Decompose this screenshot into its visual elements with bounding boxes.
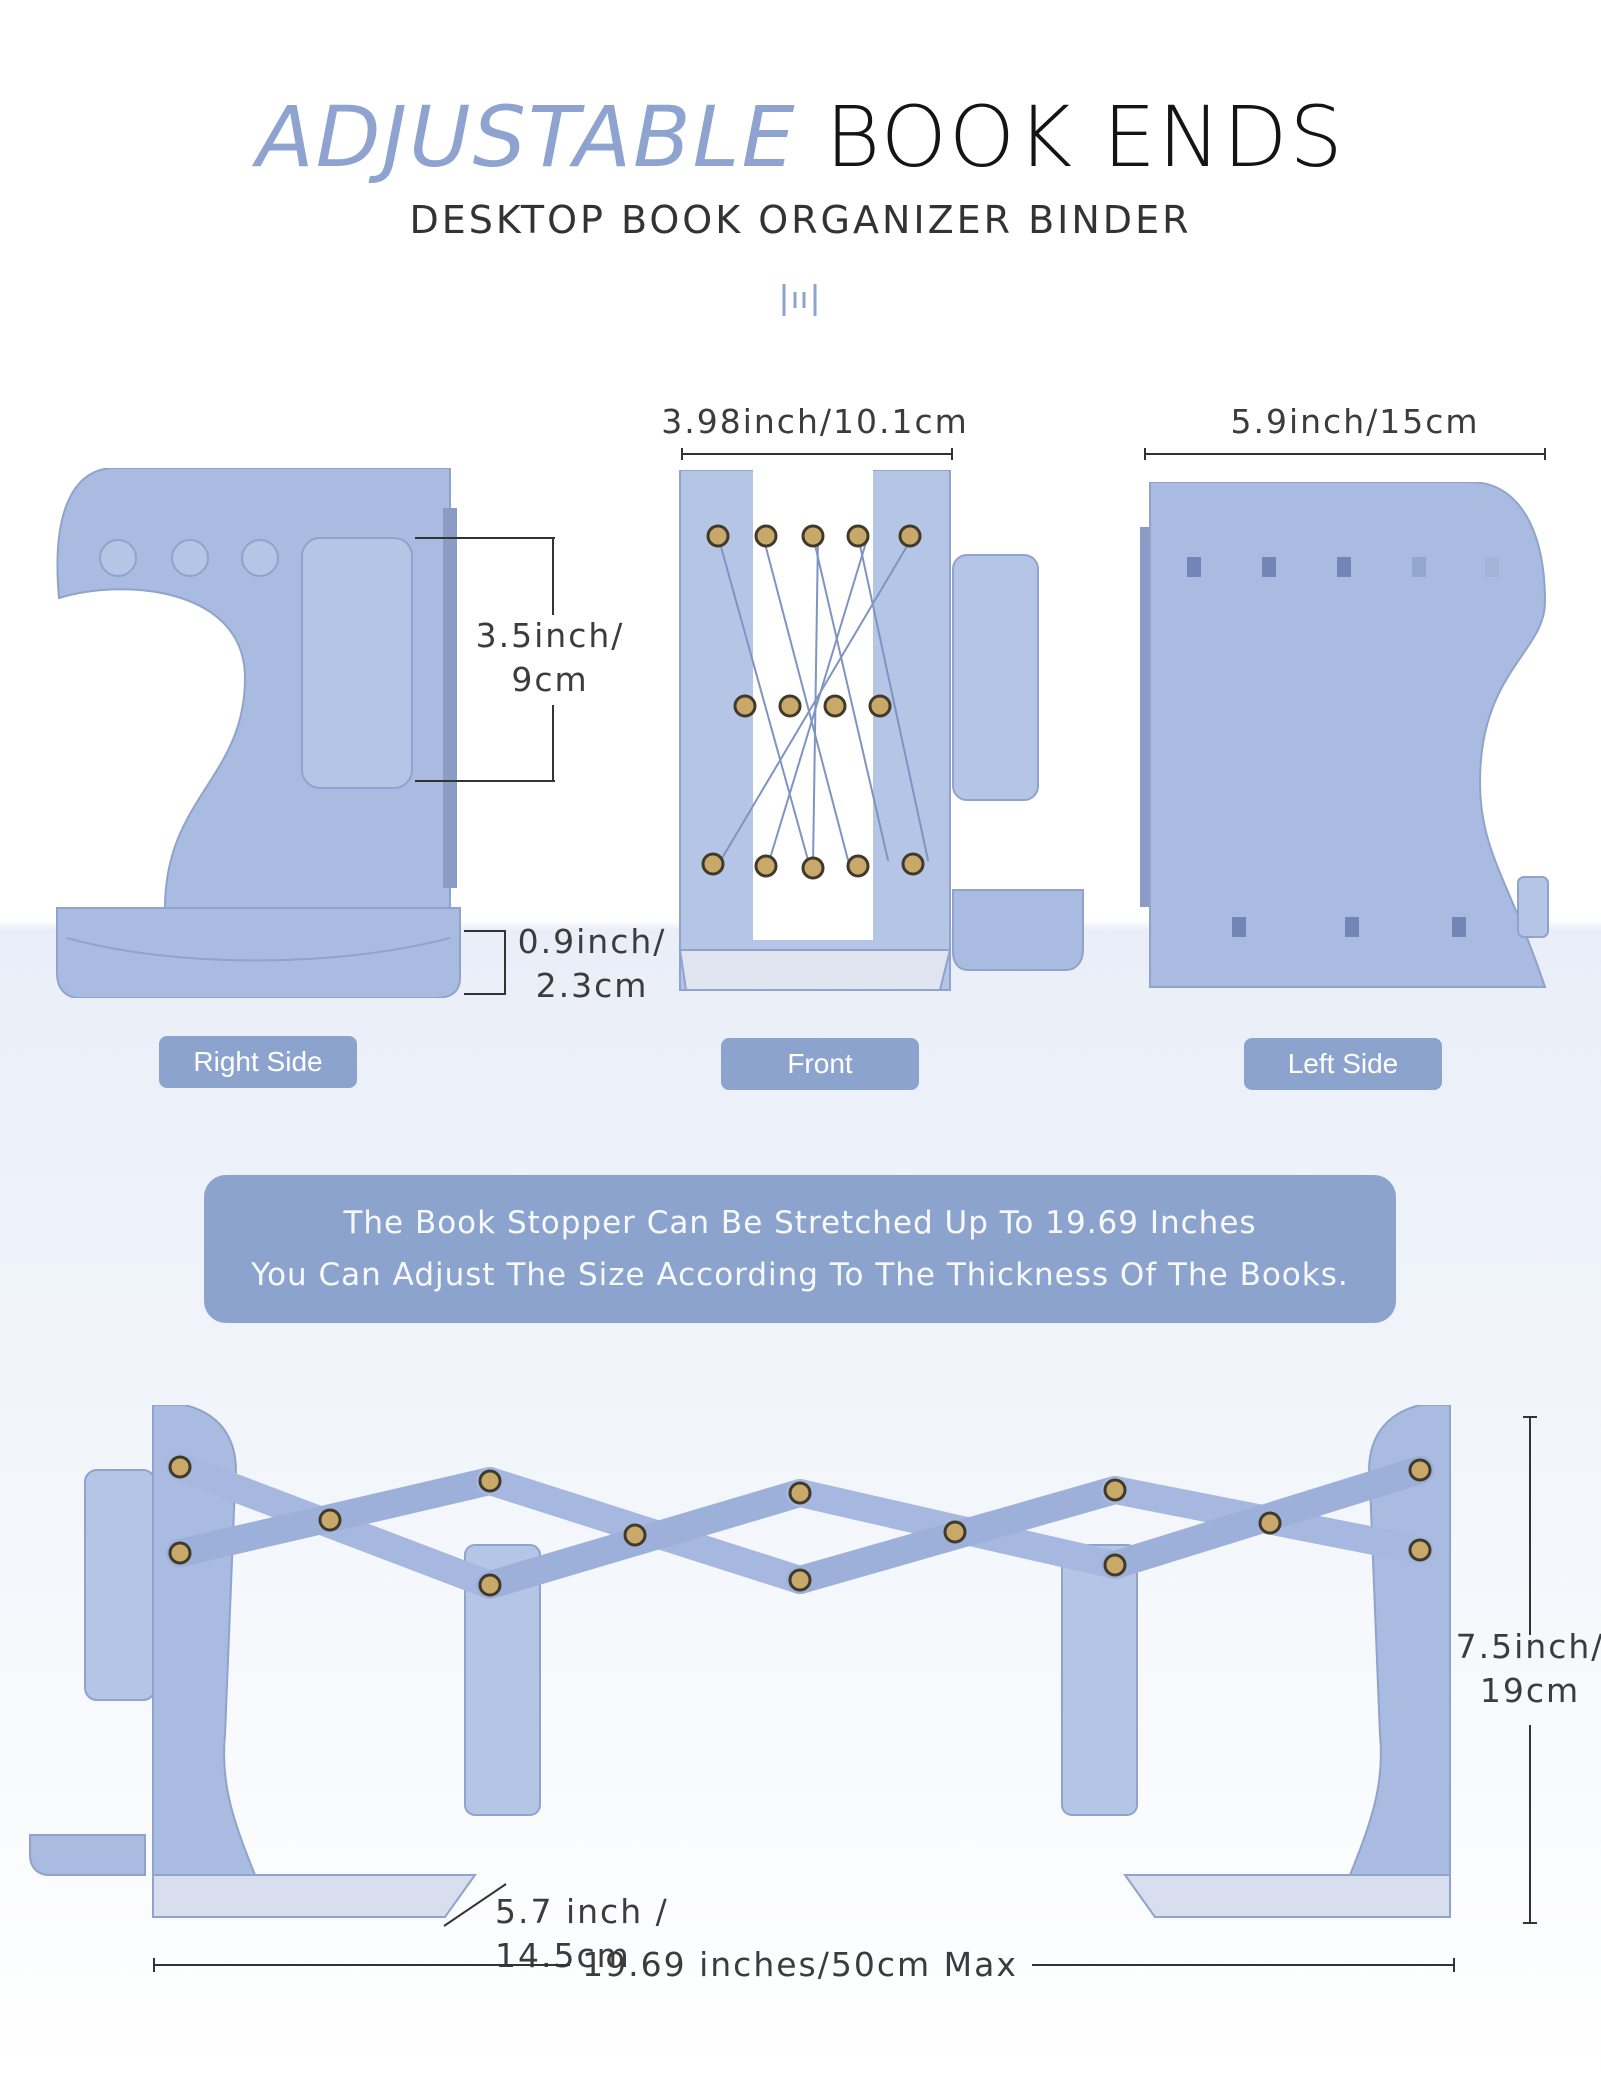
label-right-side: Right Side [159,1036,357,1088]
banner-line2: You Can Adjust The Size According To The… [251,1257,1349,1293]
base-dim: 5.7 inch / 14.5cm [495,1892,669,1975]
front-width-dim: 3.98inch/10.1cm [661,402,969,441]
extended-product-image [29,1405,1451,1918]
base-dimension-line [443,1883,507,1927]
tray-height-dimension [464,930,506,995]
left-side-product-image [1140,482,1549,988]
left-side-width-dim: 5.9inch/15cm [1230,402,1480,441]
length-dimension-line [153,1958,1455,1972]
tray-dim-line2: 2.3cm [535,966,649,1005]
page-subtitle: DESKTOP BOOK ORGANIZER BINDER [409,198,1192,242]
extended-height-dim: 7.5inch/ 19cm [1440,1625,1601,1713]
front-product-image [678,470,1084,991]
tray-height-dim: 0.9inch/ 2.3cm [508,920,676,1008]
info-banner: The Book Stopper Can Be Stretched Up To … [204,1175,1396,1323]
banner-line1: The Book Stopper Can Be Stretched Up To … [343,1205,1257,1241]
title-accent: ADJUSTABLE [256,88,797,186]
tray-dim-line1: 0.9inch/ [517,922,667,961]
ext-height-line1: 7.5inch/ [1455,1627,1601,1666]
right-side-height-dim: 3.5inch/ 9cm [460,614,640,702]
right-side-product-image [56,468,461,998]
ext-height-line2: 19cm [1479,1671,1581,1710]
left-side-width-dimension [1144,448,1546,460]
length-dim: 19.69 inches/50cm Max [582,1945,1018,1984]
page-title: ADJUSTABLE BOOK ENDS [0,88,1601,186]
height-dim-line1: 3.5inch/ [475,616,625,655]
height-dim-line2: 9cm [511,660,589,699]
title-main: BOOK ENDS [825,88,1345,186]
extended-height-dimension [1523,1416,1537,1924]
label-front: Front [721,1038,919,1090]
label-left-side: Left Side [1244,1038,1442,1090]
right-side-height-dimension [415,537,555,782]
front-width-dimension [681,448,953,460]
divider-icon [782,284,817,316]
